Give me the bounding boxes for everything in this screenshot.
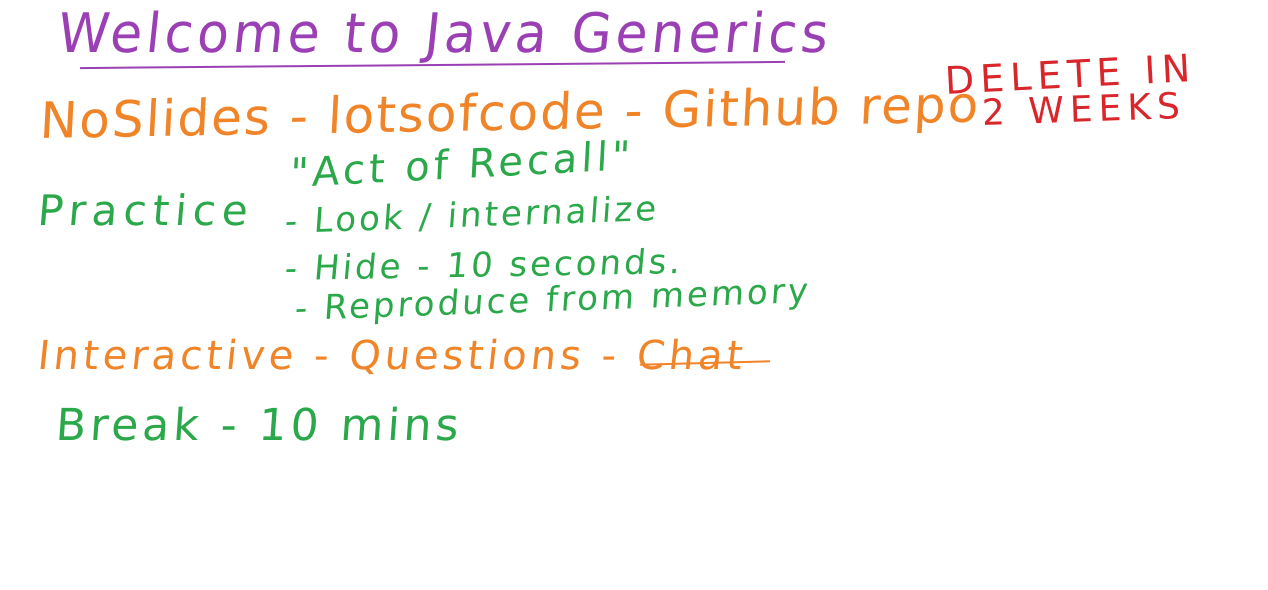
break-line: Break - 10 mins bbox=[54, 400, 465, 451]
title-text: Welcome to Java Generics bbox=[54, 2, 836, 66]
no-slides-line: NoSlides - lotsofcode - Github repo bbox=[38, 75, 982, 151]
practice-label: Practice bbox=[35, 186, 256, 235]
interactive-line: Interactive - Questions - Chat bbox=[35, 333, 749, 379]
delete-note-line-2: 2 WEEKS bbox=[981, 85, 1187, 134]
practice-step-look: - Look / internalize bbox=[283, 188, 661, 243]
